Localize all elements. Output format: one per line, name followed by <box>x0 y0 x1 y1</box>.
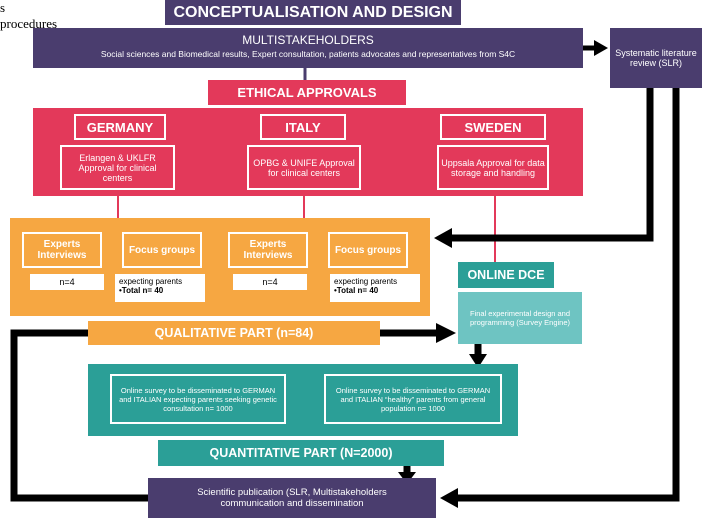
header-conceptualisation: CONCEPTUALISATION AND DESIGN <box>165 0 461 25</box>
publication-box: Scientific publication (SLR, Multistakeh… <box>148 478 436 518</box>
ethical-approvals: ETHICAL APPROVALS <box>208 80 406 105</box>
survey-healthy-parents: Online survey to be disseminated to GERM… <box>324 374 502 424</box>
cut-text: s procedures <box>0 0 58 31</box>
experts-interviews-1: Experts Interviews <box>22 232 102 268</box>
slr-box: Systematic literature review (SLR) <box>610 28 702 88</box>
italy-desc: OPBG & UNIFE Approval for clinical cente… <box>247 145 361 190</box>
arrow-qual-publication <box>10 329 150 502</box>
final-design: Final experimental design and programmin… <box>458 292 582 344</box>
germany-desc: Erlangen & UKLFR Approval for clinical c… <box>60 145 175 190</box>
quantitative-part: QUANTITATIVE PART (N=2000) <box>158 440 444 466</box>
qualitative-part: QUALITATIVE PART (n=84) <box>88 321 380 345</box>
online-dce: ONLINE DCE <box>458 262 554 288</box>
country-sweden: SWEDEN <box>440 114 546 140</box>
experts-n-1: n=4 <box>30 274 104 290</box>
experts-interviews-2: Experts Interviews <box>228 232 308 268</box>
arrow-slr-publication <box>456 88 680 502</box>
focus-groups-2: Focus groups <box>328 232 408 268</box>
arrow-to-slr <box>594 40 608 56</box>
focus-details-2: expecting parents •Total n= 40 <box>330 274 420 302</box>
multistakeholders-title: MULTISTAKEHOLDERS <box>242 33 374 47</box>
focus-parents-2: expecting parents <box>334 277 398 286</box>
focus-total-2: •Total n= 40 <box>334 286 379 296</box>
survey-expecting-parents: Online survey to be disseminated to GERM… <box>110 374 286 424</box>
focus-parents-1: expecting parents <box>119 277 183 286</box>
multistakeholders-text: Social sciences and Biomedical results, … <box>100 49 516 59</box>
multistakeholders-box: MULTISTAKEHOLDERS Social sciences and Bi… <box>33 28 583 68</box>
focus-details-1: expecting parents •Total n= 40 <box>115 274 205 302</box>
experts-n-2: n=4 <box>233 274 307 290</box>
focus-groups-1: Focus groups <box>122 232 202 268</box>
sweden-desc: Uppsala Approval for data storage and ha… <box>437 145 549 190</box>
country-italy: ITALY <box>260 114 346 140</box>
arrow-dce-surveys <box>469 354 487 368</box>
focus-total-1: •Total n= 40 <box>119 286 164 296</box>
arrow-qual-dce <box>436 323 456 343</box>
arrow-slr-groups <box>450 88 654 242</box>
country-germany: GERMANY <box>74 114 166 140</box>
